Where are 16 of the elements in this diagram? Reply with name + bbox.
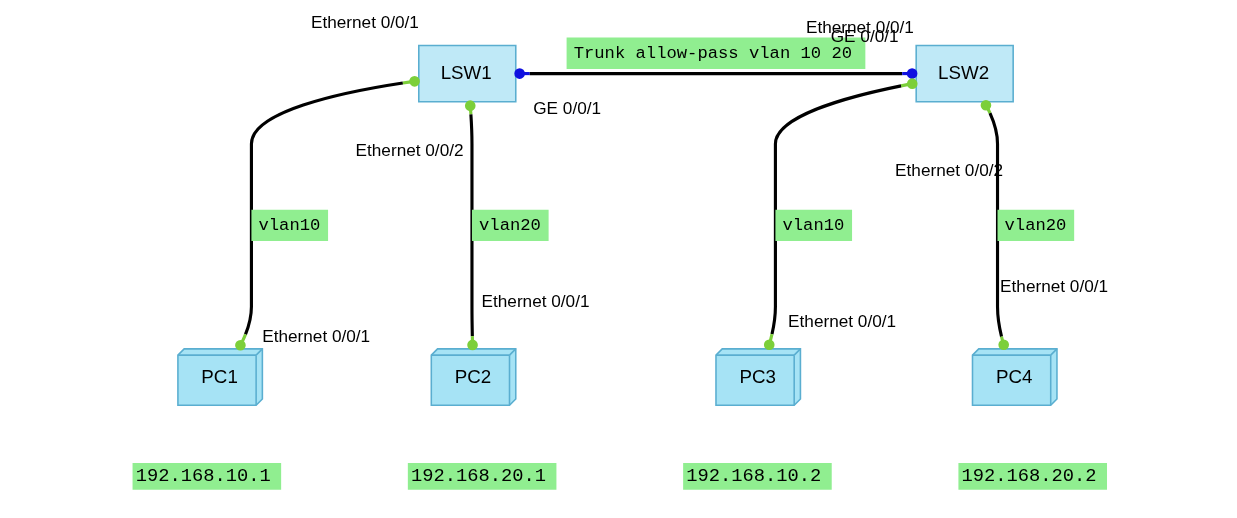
edge-label: vlan20: [478, 215, 541, 235]
node-label: 192.168.20.2: [961, 465, 1097, 488]
label: Ethernet 0/0/1: [261, 326, 370, 347]
node-label: 192.168.10.2: [685, 465, 821, 488]
edge-label: vlan10: [781, 215, 844, 235]
node-label: 192.168.20.1: [410, 465, 546, 488]
edge-label: Trunk allow-pass vlan 10 20: [573, 43, 852, 63]
label: GE 0/0/1: [532, 97, 601, 118]
label: Ethernet 0/0/2: [355, 139, 464, 160]
edge-label: vlan10: [257, 215, 320, 235]
label: Ethernet 0/0/1: [787, 311, 896, 332]
label: Ethernet 0/0/1: [310, 12, 419, 33]
node-label: 192.168.10.1: [135, 465, 271, 488]
edge-label: vlan20: [1004, 215, 1066, 235]
label: Ethernet 0/0/1: [999, 276, 1108, 297]
label: Ethernet 0/0/1: [481, 290, 590, 311]
